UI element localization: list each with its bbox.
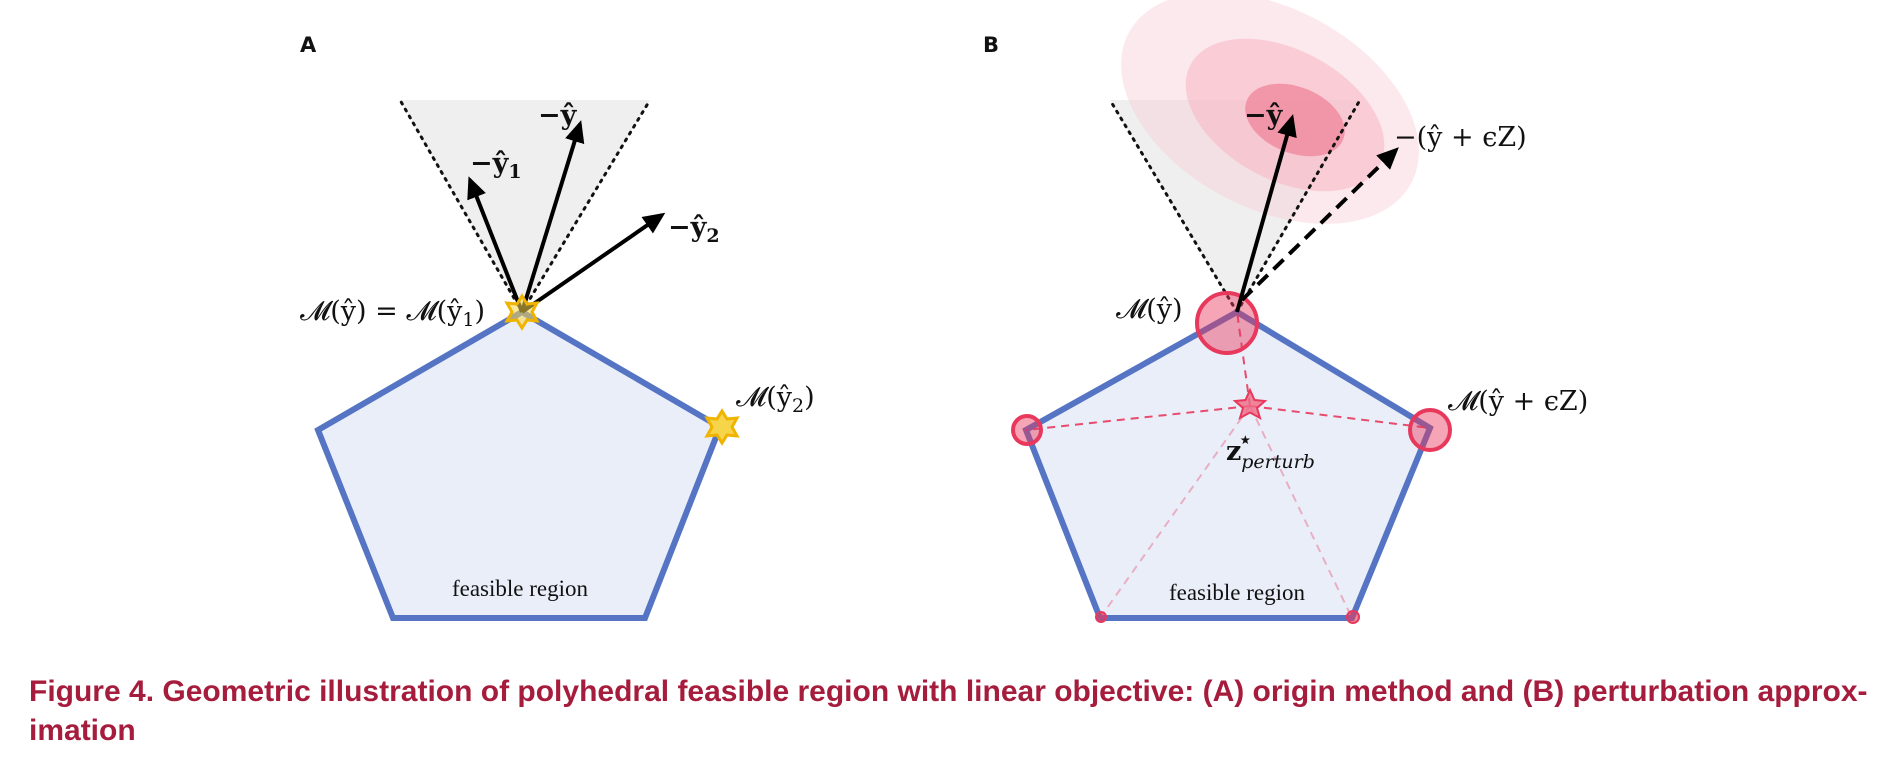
label-optimum-b: 𝓜(ŷ) [1116, 294, 1183, 325]
arrow-neg-y-b [1235, 114, 1297, 313]
feasible-region-b [1022, 308, 1434, 621]
arrow-perturbed-b [1240, 147, 1399, 302]
figure-caption: Figure 4. Geometric illustration of poly… [29, 675, 1868, 747]
vertex2-star-a [704, 408, 740, 446]
vertex-weight-optimum [1195, 291, 1259, 355]
vertex-weight-left [1011, 414, 1043, 446]
panel-a: A feasible region −ŷ −ŷ1 −ŷ2 𝓜(ŷ) = 𝓜(ŷ1… [300, 33, 815, 621]
convex-combination-lines [1025, 311, 1431, 619]
optimum-star-a [504, 293, 540, 331]
label-vertex-b: 𝓜(ŷ + ϵZ) [1448, 386, 1588, 417]
panel-b: B feasible region −ŷ [983, 0, 1588, 624]
label-vertex2-a: 𝓜(ŷ2) [736, 382, 815, 417]
label-neg-y-a: −ŷ [538, 100, 578, 131]
cone-edge-left-b [1108, 98, 1239, 314]
feasible-region-label-a: feasible region [452, 576, 589, 601]
label-perturbed-b: −(ŷ + ϵZ) [1394, 122, 1527, 153]
vertex-weight-right [1408, 408, 1452, 452]
figure-canvas: A feasible region −ŷ −ŷ1 −ŷ2 𝓜(ŷ) = 𝓜(ŷ1… [300, 0, 1588, 624]
feasible-region-a [314, 308, 724, 621]
cone-edge-left-a [398, 98, 524, 314]
panel-b-letter: B [983, 33, 999, 57]
normal-cone-a [400, 100, 650, 312]
label-z-perturb: z⋆perturb [1226, 429, 1315, 473]
z-perturb-star [1232, 387, 1268, 421]
feasible-region-label-b: feasible region [1169, 580, 1306, 605]
label-neg-y2-a: −ŷ2 [668, 212, 720, 247]
cone-edge-right-b [1235, 98, 1362, 314]
label-neg-y1-a: −ŷ1 [470, 148, 522, 183]
vertex-weight-bottom-right [1346, 610, 1360, 624]
vertex-weight-bottom-left [1095, 611, 1107, 623]
label-neg-y-b: −ŷ [1244, 100, 1284, 131]
arrow-neg-y-a [520, 120, 585, 313]
panel-a-letter: A [300, 33, 317, 57]
label-optimum-a: 𝓜(ŷ) = 𝓜(ŷ1) [300, 296, 485, 331]
arrow-neg-y2-a [520, 212, 666, 314]
cone-edge-right-a [520, 98, 652, 314]
arrow-neg-y1-a [467, 176, 524, 313]
